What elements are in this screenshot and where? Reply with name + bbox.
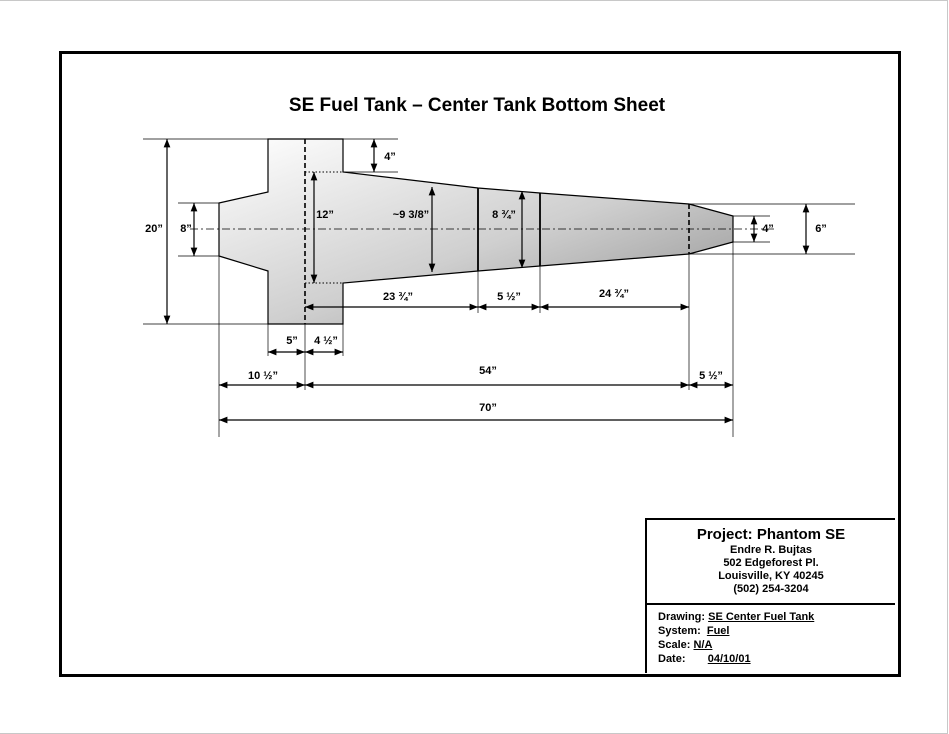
author-phone: (502) 254-3204 bbox=[733, 583, 809, 595]
dim-label-5-1-2: 5 ½” bbox=[497, 291, 521, 303]
author-city: Louisville, KY 40245 bbox=[718, 570, 824, 582]
scale-row: Scale: N/A bbox=[658, 638, 895, 652]
drawing-value: SE Center Fuel Tank bbox=[708, 611, 815, 623]
dimension-lines bbox=[163, 139, 810, 424]
scale-label: Scale: bbox=[658, 639, 691, 651]
dim-label-9-3-8: ~9 3/8” bbox=[393, 209, 429, 221]
dim-label-12: 12” bbox=[316, 209, 334, 221]
dim-label-5: 5” bbox=[286, 335, 298, 347]
system-value: Fuel bbox=[706, 625, 730, 637]
dim-label-4-1-2: 4 ½” bbox=[314, 335, 338, 347]
extension-lines bbox=[143, 138, 855, 437]
dim-label-10-1-2: 10 ½” bbox=[248, 370, 278, 382]
drawing-title: SE Fuel Tank – Center Tank Bottom Sheet bbox=[289, 95, 666, 116]
scale-value: N/A bbox=[693, 639, 713, 651]
title-block: Project: Phantom SE Endre R. Bujtas 502 … bbox=[645, 518, 895, 673]
dim-label-23-3-4: 23 ¾” bbox=[383, 291, 413, 303]
dim-label-tip-4: 4” bbox=[762, 223, 774, 235]
dim-label-5-1-2-right: 5 ½” bbox=[699, 370, 723, 382]
date-row: Date: 04/10/01 bbox=[658, 652, 895, 666]
tank-sheet-outline bbox=[218, 138, 734, 325]
dim-label-tab-4: 4” bbox=[384, 151, 396, 163]
dim-label-20: 20” bbox=[145, 223, 163, 235]
author-street: 502 Edgeforest Pl. bbox=[723, 557, 819, 569]
dim-label-8: 8” bbox=[180, 223, 192, 235]
drawing-frame bbox=[59, 51, 901, 677]
dim-label-24-3-4: 24 ¾” bbox=[599, 288, 629, 300]
author-name: Endre R. Bujtas bbox=[730, 544, 812, 556]
drawing-label: Drawing: bbox=[658, 611, 706, 623]
drawing-row: Drawing: SE Center Fuel Tank bbox=[658, 610, 895, 624]
title-block-project: Project: Phantom SE Endre R. Bujtas 502 … bbox=[647, 520, 895, 605]
system-row: System: Fuel bbox=[658, 624, 895, 638]
dim-label-70: 70” bbox=[479, 402, 497, 414]
project-name: Project: Phantom SE bbox=[696, 526, 846, 543]
dim-label-8-3-4: 8 ¾” bbox=[492, 209, 516, 221]
title-block-info: Drawing: SE Center Fuel Tank System: Fue… bbox=[647, 605, 895, 666]
date-label: Date: bbox=[658, 653, 686, 665]
dim-label-54: 54” bbox=[479, 365, 497, 377]
system-label: System: bbox=[658, 625, 701, 637]
dim-label-6: 6” bbox=[815, 223, 827, 235]
date-value: 04/10/01 bbox=[707, 653, 751, 665]
